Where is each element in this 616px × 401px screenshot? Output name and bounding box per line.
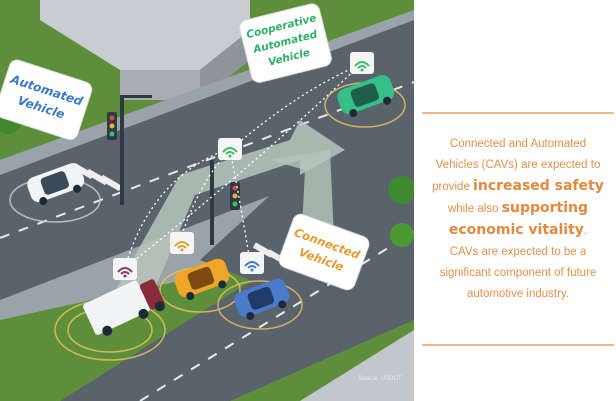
text-line: .: [583, 225, 588, 237]
intersection-scene: Automated Vehicle Cooperative Automated …: [0, 0, 414, 401]
connection-lines: [124, 64, 361, 269]
text-line: while also: [447, 203, 502, 215]
text-line: provide: [432, 181, 474, 193]
car-icon: [27, 75, 395, 321]
divider-bottom: [422, 344, 614, 346]
automated-vehicle-sign: Automated Vehicle: [0, 59, 93, 141]
divider-top: [422, 112, 614, 114]
highlight-increased-safety: increased safety: [473, 178, 604, 194]
highlight-economic-vitality: economic vitality: [448, 222, 584, 238]
text-line: Vehicles (CAVs) are expected to: [435, 159, 601, 171]
text-line: Connected and Automated: [449, 138, 587, 150]
text-line: CAVs are expected to be a: [449, 246, 587, 258]
truck-icon: [82, 279, 165, 336]
text-line: automotive industry.: [466, 288, 570, 300]
traffic-light-icon: [107, 95, 240, 245]
summary-panel: Connected and Automated Vehicles (CAVs) …: [414, 0, 616, 401]
direction-arrow: [110, 120, 345, 300]
building: [40, 0, 250, 70]
building-corner: [300, 330, 414, 401]
text-line: significant component of future: [439, 267, 597, 279]
wifi-signal-icon: [113, 52, 374, 280]
cooperative-automated-vehicle-sign: Cooperative Automated Vehicle: [239, 3, 332, 83]
cav-illustration: Automated Vehicle Cooperative Automated …: [0, 0, 414, 401]
highlight-supporting: supporting: [501, 200, 589, 216]
source-credit: Source: USDOT: [358, 376, 402, 382]
summary-text: Connected and Automated Vehicles (CAVs) …: [422, 134, 614, 305]
